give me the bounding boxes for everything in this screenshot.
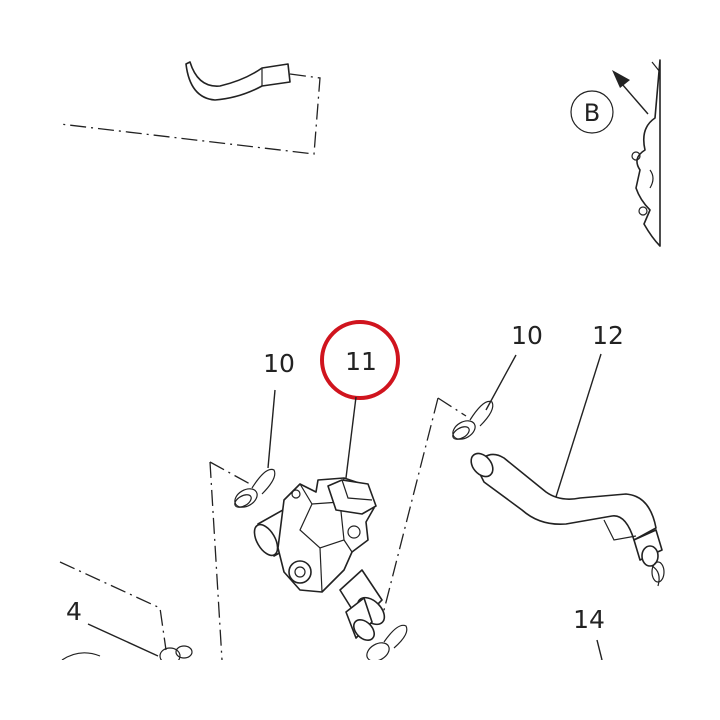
dashdot-line-left-vertical [209,461,251,661]
view-b-circle [570,90,614,134]
bottom-blank-area [0,660,720,720]
valve-assembly [253,477,386,641]
callout-10-left: 10 [263,349,295,378]
leader-lines [87,353,603,661]
dashdot-line-center [381,397,467,619]
clip-left [234,468,276,508]
callout-11: 11 [345,347,377,376]
upper-hose-fragment [185,61,291,101]
dashdot-line-lower-left [59,561,167,651]
view-arrow-shaft [621,83,649,115]
view-b-label: B [584,99,600,127]
callout-10-right: 10 [511,321,543,350]
highlight-circle [320,320,400,400]
arrow-up-left-icon [612,70,630,88]
clip-right [452,400,494,440]
clip-lower [366,624,408,662]
upper-right-assembly [631,59,661,247]
callout-14: 14 [573,605,605,634]
hose-12 [470,452,665,587]
callout-12: 12 [592,321,624,350]
dashdot-line-upper-left [59,73,321,155]
callout-4: 4 [66,597,82,626]
view-b-callout: B [570,70,649,134]
